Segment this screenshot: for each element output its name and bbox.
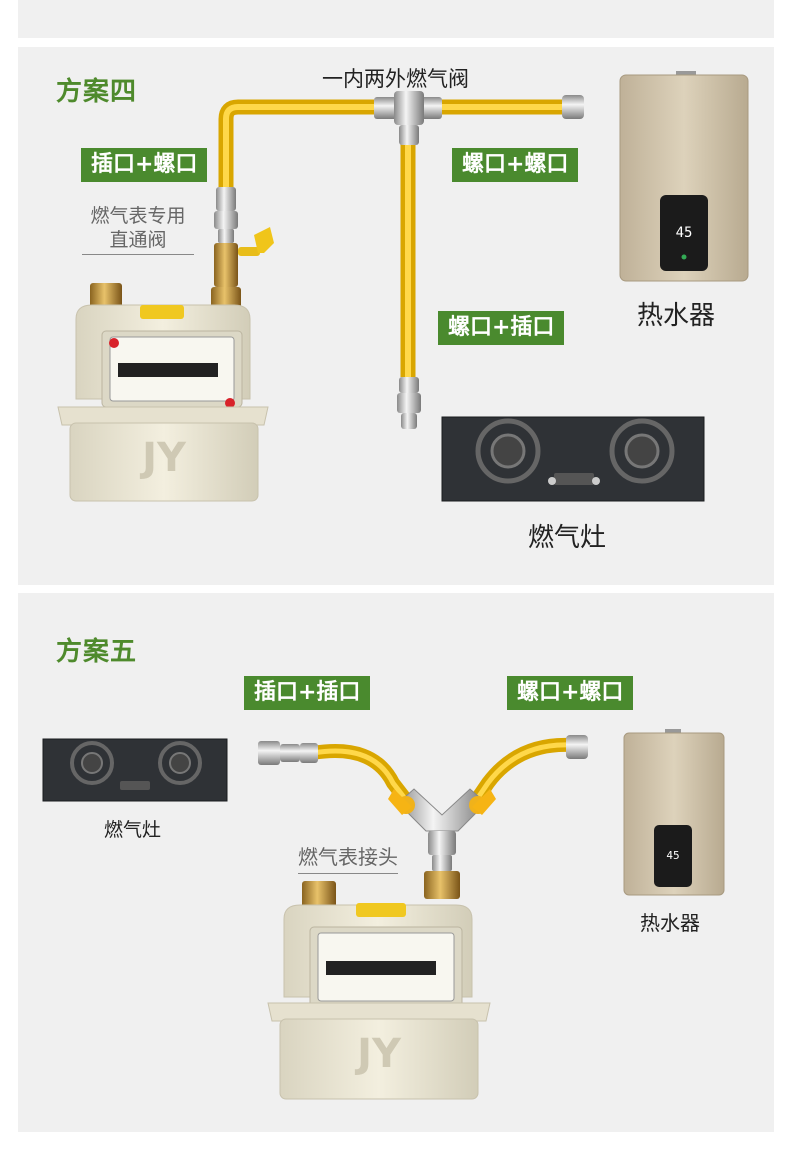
three-way-valve-label: 一内两外燃气阀 [322, 67, 469, 91]
meter-connector-label: 燃气表接头 [298, 841, 398, 874]
meter-valve-label-line1: 燃气表专用 [90, 205, 186, 227]
stove-end-fitting [397, 377, 421, 429]
plan-four-panel: JY 45 方案四 一内两外燃气阀 插口+螺口 螺口+螺口 螺口+插口 燃气表专… [18, 47, 774, 585]
plan-five-panel: JY 45 方案五 插口+插口 螺口+螺口 燃气灶 燃气表接头 热水器 [18, 593, 774, 1132]
stove-end-fitting-5 [258, 741, 318, 765]
tag-meter-socket-screw: 插口+螺口 [81, 148, 208, 182]
tag-heater-screw-screw: 螺口+螺口 [452, 148, 579, 182]
tag-heater-screw-screw-5: 螺口+螺口 [507, 676, 634, 710]
gas-meter-5: JY [267, 881, 491, 1100]
plan-four-illustration: JY 45 [57, 71, 749, 502]
water-heater-label: 热水器 [637, 301, 716, 331]
heater-display-value: 45 [676, 225, 693, 241]
water-heater-label-5: 热水器 [640, 911, 700, 935]
y-connector-valve [388, 788, 496, 899]
tag-stove-socket-socket: 插口+插口 [244, 676, 371, 710]
heater-display-value-5: 45 [666, 849, 679, 862]
meter-valve-label: 燃气表专用 直通阀 [82, 204, 194, 255]
meter-brand-logo-5: JY [354, 1031, 402, 1077]
plan-five-illustration: JY 45 [42, 729, 725, 1100]
pipe-meter-to-tee [218, 99, 376, 197]
gas-stove-label: 燃气灶 [528, 523, 607, 553]
tag-stove-screw-socket: 螺口+插口 [438, 311, 565, 345]
heater-end-nut [562, 95, 584, 119]
plan-four-title: 方案四 [56, 77, 138, 107]
top-panel-strip [18, 0, 774, 38]
gas-stove-small [42, 738, 228, 802]
meter-valve-label-line2: 直通阀 [82, 228, 194, 255]
heater-end-nut-5 [566, 735, 588, 759]
water-heater: 45 [619, 71, 749, 282]
gas-stove-label-5: 燃气灶 [104, 819, 162, 841]
meter-brand-logo: JY [139, 435, 187, 481]
meter-straight-valve [211, 187, 274, 313]
gas-stove [441, 416, 705, 502]
three-way-tee-valve [374, 91, 442, 145]
water-heater-small: 45 [623, 729, 725, 896]
plan-five-title: 方案五 [56, 637, 138, 667]
gas-meter: JY [57, 283, 269, 502]
